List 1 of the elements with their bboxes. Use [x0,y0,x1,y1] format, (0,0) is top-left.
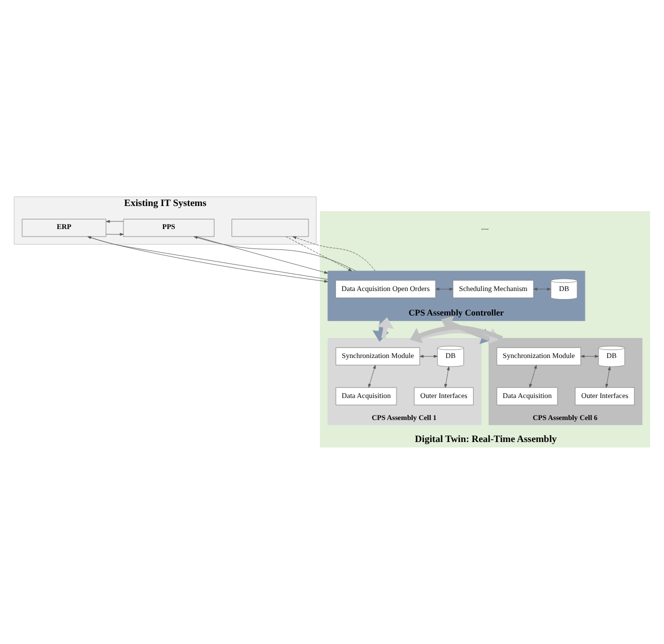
label: .... [481,222,489,232]
